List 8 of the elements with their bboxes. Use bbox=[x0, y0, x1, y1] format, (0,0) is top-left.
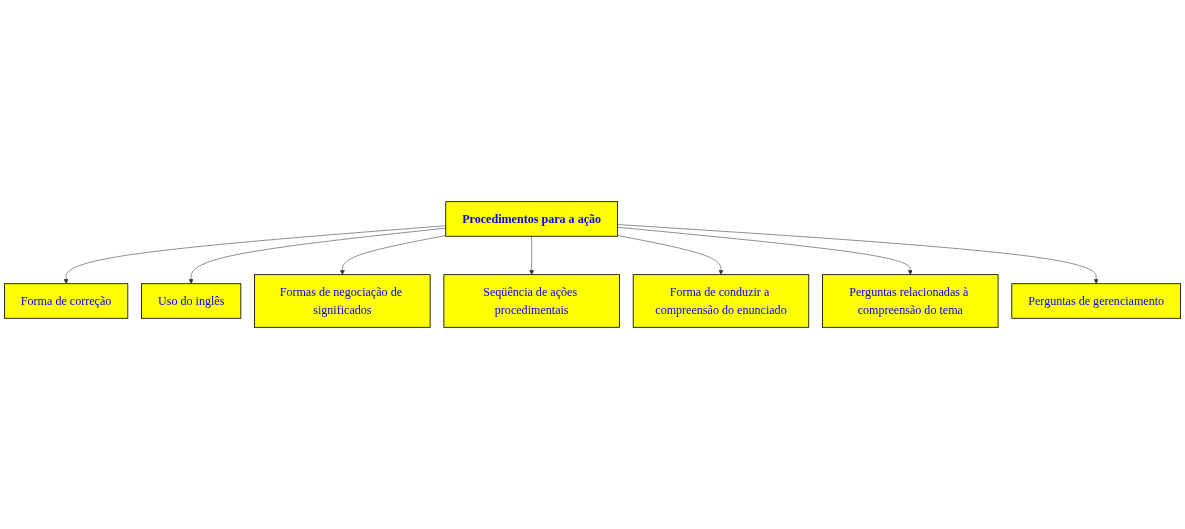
node-box: Forma de correção bbox=[3, 283, 129, 319]
node-box: Procedimentos para a ação bbox=[445, 201, 618, 237]
node-box: Uso do inglês bbox=[141, 283, 242, 319]
node-box: Forma de conduzir a compreensão do enunciado bbox=[632, 274, 810, 328]
node-box: Seqüência de ações procedimentais bbox=[443, 274, 620, 328]
node-box: Formas de negociação de significados bbox=[254, 274, 431, 328]
node-box: Perguntas relacionadas à compreensão do tema bbox=[822, 274, 999, 328]
node-box: Perguntas de gerenciamento bbox=[1011, 283, 1181, 319]
